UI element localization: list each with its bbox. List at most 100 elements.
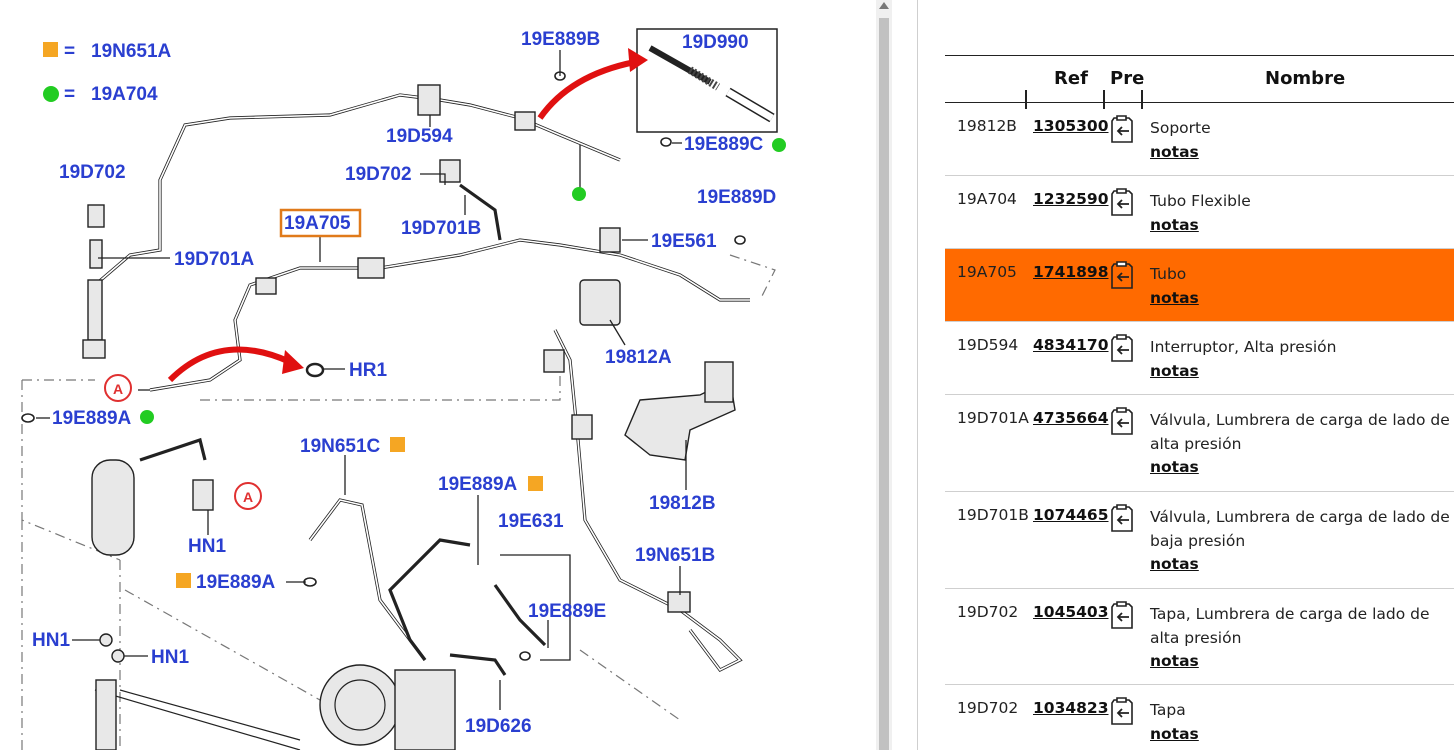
part-label-19D701A[interactable]: 19D701A <box>174 249 255 270</box>
table-row[interactable]: 19D701B 1074465 Válvula, Lumbrera de car… <box>945 492 1454 589</box>
guide-lines <box>21 254 776 750</box>
notes-link[interactable]: notas <box>1150 555 1199 573</box>
receiver-drier <box>91 437 207 556</box>
part-ref-link[interactable]: 1074465 <box>1033 506 1109 524</box>
part-label-19E561[interactable]: 19E561 <box>651 231 717 252</box>
part-code: 19A704 <box>957 190 1017 208</box>
part-name: Tubo <box>1150 265 1187 283</box>
diagram-scrollbar[interactable] <box>876 0 892 750</box>
part-name: Válvula, Lumbrera de carga de lado de ba… <box>1150 508 1450 550</box>
part-label-19E889C[interactable]: 19E889C <box>684 134 764 155</box>
notes-link[interactable]: notas <box>1150 724 1199 743</box>
table-row[interactable]: 19812B 1305300 Soporte notas <box>945 103 1454 176</box>
part-label-19812A[interactable]: 19812A <box>605 347 672 368</box>
part-ref-link[interactable]: 1305300 <box>1033 117 1109 135</box>
table-row[interactable]: 19A704 1232590 Tubo Flexible notas <box>945 176 1454 249</box>
notes-link[interactable]: notas <box>1150 652 1199 670</box>
part-label-HN1[interactable]: HN1 <box>151 647 189 668</box>
part-label-19E631[interactable]: 19E631 <box>498 511 564 532</box>
table-row[interactable]: 19D701A 4735664 Válvula, Lumbrera de car… <box>945 395 1454 492</box>
add-to-cart-icon[interactable] <box>1109 261 1135 291</box>
part-label-19E889E[interactable]: 19E889E <box>528 601 606 622</box>
notes-link[interactable]: notas <box>1150 215 1199 234</box>
orange-square-icon <box>176 573 191 588</box>
hose-19N651C <box>308 498 427 661</box>
part-code: 19812B <box>957 117 1017 135</box>
part-label-19D594[interactable]: 19D594 <box>386 126 453 147</box>
part-label-19E889D[interactable]: 19E889D <box>697 187 776 208</box>
part-label-19N651C[interactable]: 19N651C <box>300 436 381 457</box>
part-name: Tapa <box>1150 701 1186 719</box>
svg-text:=: = <box>64 84 75 105</box>
part-label-19D702[interactable]: 19D702 <box>59 162 126 183</box>
header-nombre[interactable]: Nombre <box>1265 68 1346 89</box>
table-row[interactable]: 19D702 1034823 Tapa notas <box>945 685 1454 750</box>
part-label-19E889A[interactable]: 19E889A <box>196 572 276 593</box>
part-label-19812B[interactable]: 19812B <box>649 493 716 514</box>
part-ref-link[interactable]: 4834170 <box>1033 336 1109 354</box>
panel-divider <box>917 0 918 750</box>
table-row[interactable]: 19D594 4834170 Interruptor, Alta presión… <box>945 322 1454 395</box>
part-code: 19D594 <box>957 336 1019 354</box>
part-label-19E889B[interactable]: 19E889B <box>521 29 600 50</box>
part-ref-link[interactable]: 1034823 <box>1033 699 1109 717</box>
svg-text:A: A <box>113 381 123 397</box>
add-to-cart-icon[interactable] <box>1109 334 1135 364</box>
table-row[interactable]: 19A705 1741898 Tubo notas <box>945 249 1454 322</box>
legend-label-orange: 19N651A <box>91 41 172 62</box>
red-arrows <box>167 48 648 383</box>
part-label-HR1[interactable]: HR1 <box>349 360 387 381</box>
part-label-19D701B[interactable]: 19D701B <box>401 218 481 239</box>
part-code: 19A705 <box>957 263 1017 281</box>
column-divider <box>1103 90 1105 109</box>
part-label-HN1[interactable]: HN1 <box>188 536 226 557</box>
scrollbar-thumb[interactable] <box>879 18 889 750</box>
header-pre[interactable]: Pre <box>1110 68 1145 89</box>
part-label-19E889A[interactable]: 19E889A <box>438 474 518 495</box>
add-to-cart-icon[interactable] <box>1109 601 1135 631</box>
table-body: 19812B 1305300 Soporte notas 19A704 1232… <box>945 103 1454 750</box>
selected-part-highlight <box>279 208 362 238</box>
parts-diagram: = 19N651A = 19A704 <box>21 28 786 750</box>
part-name: Soporte <box>1150 119 1211 137</box>
notes-link[interactable]: notas <box>1150 361 1199 380</box>
part-ref-link[interactable]: 1232590 <box>1033 190 1109 208</box>
svg-text:=: = <box>64 41 75 62</box>
add-to-cart-icon[interactable] <box>1109 115 1135 145</box>
part-label-19D702[interactable]: 19D702 <box>345 164 412 185</box>
part-ref-link[interactable]: 1741898 <box>1033 263 1109 281</box>
add-to-cart-icon[interactable] <box>1109 504 1135 534</box>
part-ref-link[interactable]: 1045403 <box>1033 603 1109 621</box>
connection-marker-a2: A <box>234 482 262 510</box>
part-label-19D626[interactable]: 19D626 <box>465 716 532 737</box>
notes-link[interactable]: notas <box>1150 142 1199 161</box>
header-ref[interactable]: Ref <box>1054 68 1088 89</box>
table-row[interactable]: 19D702 1045403 Tapa, Lumbrera de carga d… <box>945 589 1454 685</box>
part-name: Interruptor, Alta presión <box>1150 338 1337 356</box>
column-divider <box>1141 90 1143 109</box>
scroll-up-arrow-icon[interactable] <box>879 2 889 9</box>
parts-table: Ref Pre Nombre 19812B 1305300 Soporte no… <box>945 55 1454 750</box>
svg-text:A: A <box>243 489 253 505</box>
add-to-cart-icon[interactable] <box>1109 188 1135 218</box>
bracket-19812B <box>624 361 736 461</box>
part-name: Tubo Flexible <box>1150 192 1251 210</box>
part-ref-link[interactable]: 4735664 <box>1033 409 1109 427</box>
condenser <box>94 679 301 750</box>
add-to-cart-icon[interactable] <box>1109 407 1135 437</box>
part-label-19D990[interactable]: 19D990 <box>682 32 749 53</box>
table-header: Ref Pre Nombre <box>945 55 1454 109</box>
bracket-19812A <box>579 279 621 326</box>
part-code: 19D702 <box>957 603 1019 621</box>
notes-link[interactable]: notas <box>1150 458 1199 476</box>
add-to-cart-icon[interactable] <box>1109 697 1135 727</box>
green-dot-icon <box>772 138 786 152</box>
part-label-19E889A[interactable]: 19E889A <box>52 408 132 429</box>
notes-link[interactable]: notas <box>1150 288 1199 307</box>
hose-19N651B <box>553 329 743 673</box>
part-label-19N651B[interactable]: 19N651B <box>635 545 715 566</box>
legend-label-green: 19A704 <box>91 84 158 105</box>
fittings <box>21 71 746 663</box>
part-label-19A705[interactable]: 19A705 <box>284 213 351 234</box>
part-label-HN1[interactable]: HN1 <box>32 630 70 651</box>
